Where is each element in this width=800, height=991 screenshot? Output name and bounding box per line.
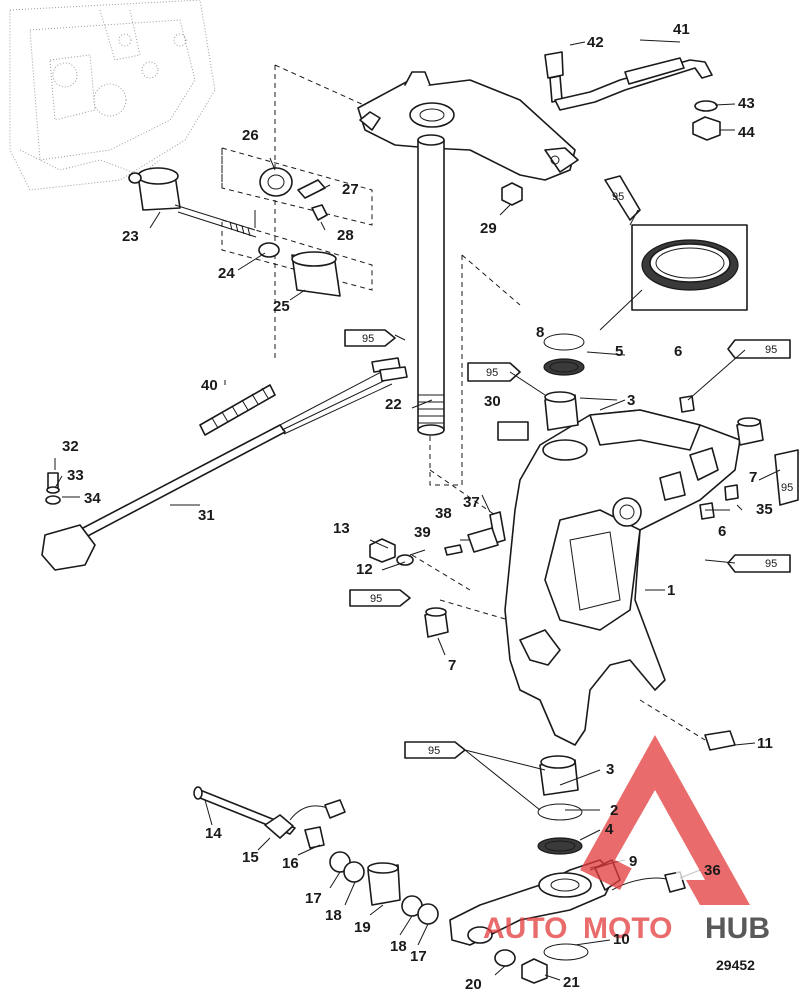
link-rod: [554, 57, 713, 111]
callout-15: 15: [242, 849, 259, 866]
callout-28: 28: [337, 227, 354, 244]
callout-8: 8: [536, 324, 544, 341]
assembly-dashed-lines: [221, 64, 706, 741]
callout-3: 3: [606, 761, 614, 778]
callout-38: 38: [435, 505, 452, 522]
tilt-tube-assembly: [128, 167, 326, 238]
watermark-logo: AUTO MOTO HUB: [483, 735, 770, 945]
callout-6: 6: [674, 343, 682, 360]
swivel-bracket: [504, 409, 741, 746]
lubricant-label: 95: [765, 344, 777, 356]
lubricant-label: 95: [612, 191, 624, 203]
watermark-triangle-inner: [615, 790, 705, 880]
watermark-text-1: AUTO: [483, 912, 567, 945]
callout-17: 17: [410, 948, 427, 965]
callout-35: 35: [756, 501, 773, 518]
callout-24: 24: [218, 265, 235, 282]
grease-tubes: [344, 175, 799, 759]
callout-numbers: 1 2 3 3 4 5 6 6 7 7 8 9 10 11 12 13 14 1…: [62, 21, 773, 991]
callout-2: 2: [610, 802, 618, 819]
watermark-text-2: MOTO: [583, 912, 672, 945]
callout-14: 14: [205, 825, 222, 842]
small-parts: [264, 421, 686, 893]
callout-26: 26: [242, 127, 259, 144]
callout-13: 13: [333, 520, 350, 537]
callout-27: 27: [342, 181, 359, 198]
steering-cable: [41, 357, 408, 571]
watermark-text-3: HUB: [705, 912, 770, 945]
lubricant-label: 95: [370, 593, 382, 605]
callout-25: 25: [273, 298, 290, 315]
callout-44: 44: [738, 124, 755, 141]
callout-30: 30: [484, 393, 501, 410]
steering-arm: [357, 71, 579, 181]
lubricant-label: 95: [486, 367, 498, 379]
callout-37: 37: [463, 494, 480, 511]
callout-43: 43: [738, 95, 755, 112]
callout-11: 11: [757, 735, 773, 752]
callout-6: 6: [718, 523, 726, 540]
callout-19: 19: [354, 919, 371, 936]
callout-29: 29: [480, 220, 497, 237]
lubricant-label: 95: [428, 745, 440, 757]
lubricant-label: 95: [362, 333, 374, 345]
callout-12: 12: [356, 561, 373, 578]
callout-20: 20: [465, 976, 482, 991]
fasteners: [45, 51, 739, 984]
callout-34: 34: [84, 490, 101, 507]
callout-16: 16: [282, 855, 299, 872]
lubricant-labels: 95 95 95 95 95 95 95 95: [362, 191, 793, 757]
lubricant-label: 95: [765, 558, 777, 570]
callout-22: 22: [385, 396, 402, 413]
callout-17: 17: [305, 890, 322, 907]
callout-3: 3: [627, 392, 635, 409]
callout-23: 23: [122, 228, 139, 245]
lubricant-label: 95: [781, 482, 793, 494]
callout-4: 4: [605, 821, 614, 838]
callout-10: 10: [613, 931, 630, 948]
callout-33: 33: [67, 467, 84, 484]
callout-36: 36: [704, 862, 721, 879]
bushings: [291, 251, 764, 906]
callout-32: 32: [62, 438, 79, 455]
steering-shaft: [417, 134, 445, 436]
callout-21: 21: [563, 974, 580, 991]
callout-5: 5: [615, 343, 623, 360]
callout-1: 1: [667, 582, 675, 599]
callout-18: 18: [390, 938, 407, 955]
callout-42: 42: [587, 34, 604, 51]
seals-and-rings: [537, 224, 748, 961]
figure-number: 29452: [716, 957, 755, 973]
callout-41: 41: [673, 21, 690, 38]
callout-31: 31: [198, 507, 215, 524]
engine-block-ghost: [9, 0, 216, 191]
callout-7: 7: [749, 469, 757, 486]
callout-7: 7: [448, 657, 456, 674]
callout-18: 18: [325, 907, 342, 924]
callout-9: 9: [629, 853, 637, 870]
callout-40: 40: [201, 377, 218, 394]
callout-39: 39: [414, 524, 431, 541]
